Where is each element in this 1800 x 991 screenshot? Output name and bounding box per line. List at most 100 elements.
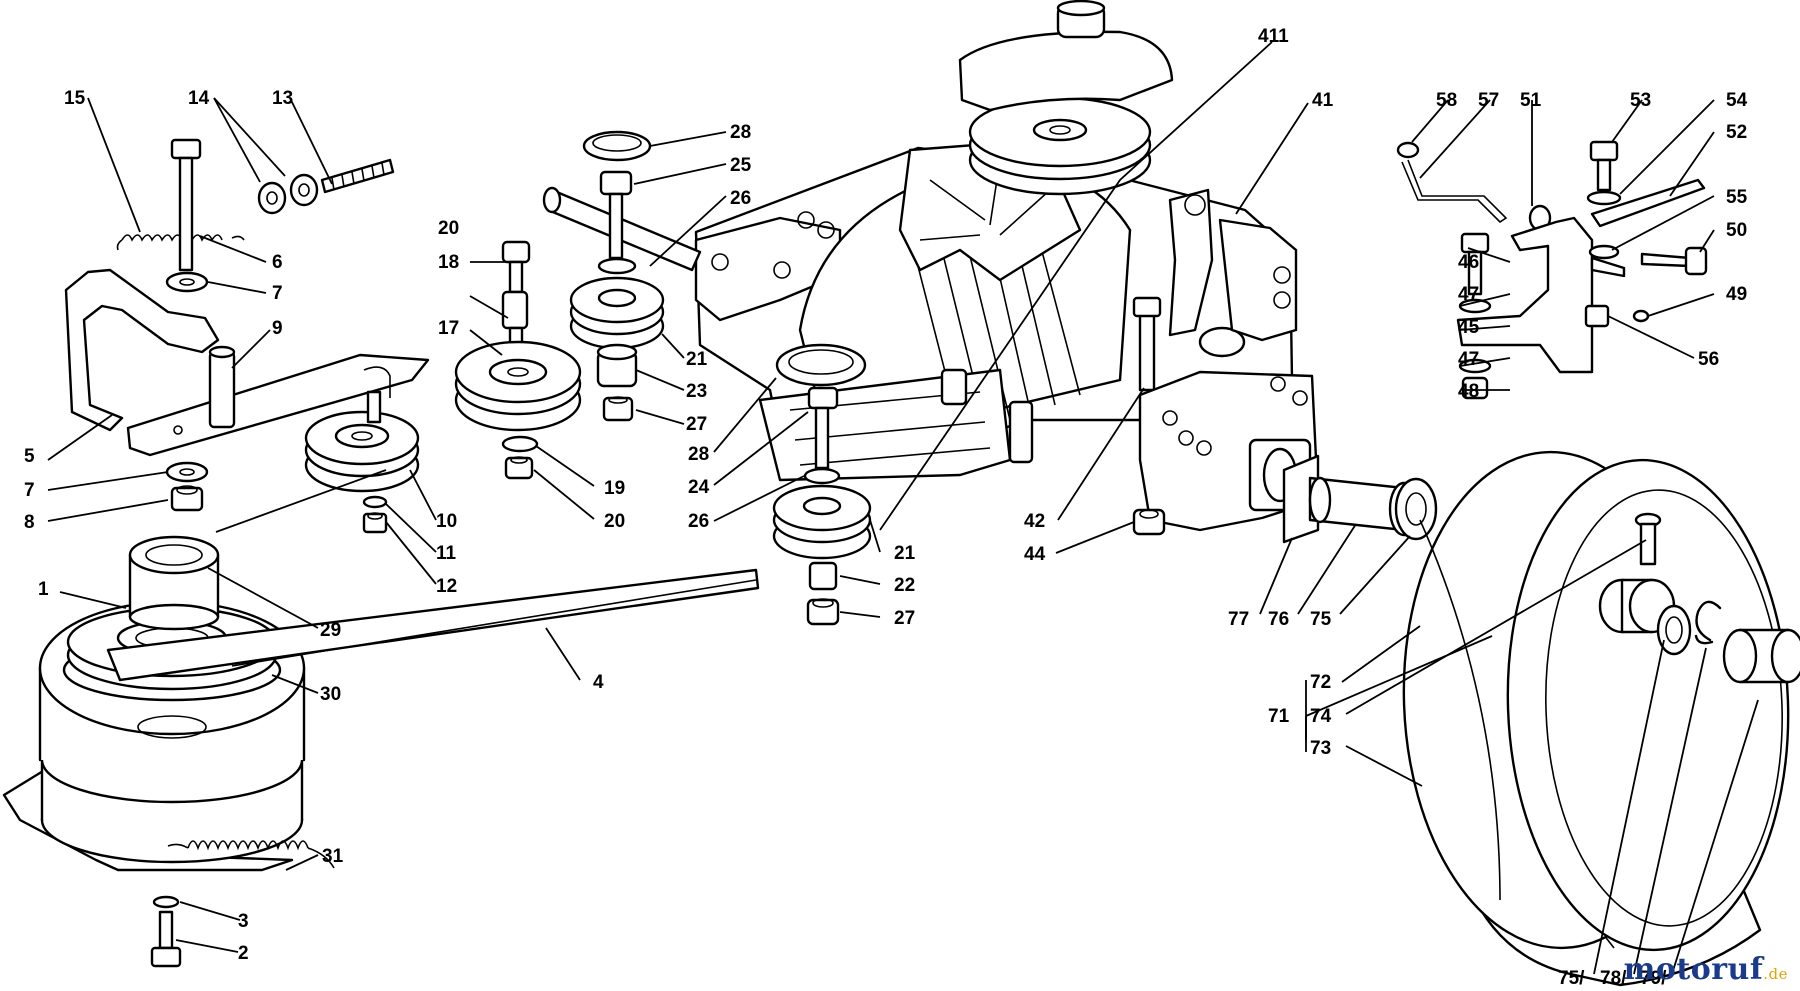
callout-48: 48 xyxy=(1458,381,1479,402)
watermark-domain: .de xyxy=(1763,965,1788,983)
hub-29 xyxy=(128,535,220,631)
callout-21-lower: 21 xyxy=(894,543,916,564)
bolt-6 xyxy=(170,138,202,272)
callout-22: 22 xyxy=(894,575,915,596)
washer-75 xyxy=(1394,477,1438,541)
callout-28-lower: 28 xyxy=(688,444,709,465)
callout-7-lower: 7 xyxy=(24,480,35,501)
washer-55 xyxy=(1588,244,1620,260)
callout-14: 14 xyxy=(188,88,210,109)
nut-48 xyxy=(1461,376,1489,400)
callout-19: 19 xyxy=(604,478,625,499)
bolt-2 xyxy=(150,910,182,968)
callout-72: 72 xyxy=(1310,672,1331,693)
nut-56 xyxy=(1584,304,1610,328)
circlip-79 xyxy=(1694,600,1722,645)
callout-52: 52 xyxy=(1726,122,1747,143)
callout-12: 12 xyxy=(436,576,457,597)
nut-8 xyxy=(170,485,204,512)
callout-77: 77 xyxy=(1228,609,1249,630)
callout-73: 73 xyxy=(1310,738,1331,759)
callout-71: 71 xyxy=(1268,706,1290,727)
callout-58: 58 xyxy=(1436,90,1457,111)
tension-bracket-assembly xyxy=(64,138,430,512)
callout-4: 4 xyxy=(593,672,604,693)
spring-31 xyxy=(167,840,335,869)
callout-75-wheel: 75/ xyxy=(1558,968,1585,989)
arm-plate-9 xyxy=(126,345,430,457)
motoruf-watermark: motoruf.de xyxy=(1624,952,1788,987)
callout-20-lower: 20 xyxy=(604,511,625,532)
callout-15: 15 xyxy=(64,88,86,109)
leader-lines xyxy=(47,41,1759,975)
callout-13: 13 xyxy=(272,88,293,109)
washer-3 xyxy=(152,895,180,909)
callout-41: 41 xyxy=(1312,90,1334,111)
callout-27-lower: 27 xyxy=(894,608,915,629)
callout-411: 411 xyxy=(1258,26,1289,47)
pin-49 xyxy=(1632,309,1650,323)
washer-7 xyxy=(165,271,209,293)
callout-44: 44 xyxy=(1024,544,1046,565)
washer-11 xyxy=(362,495,388,509)
idler-pulley-10 xyxy=(304,410,420,493)
callout-50: 50 xyxy=(1726,220,1747,241)
callout-49: 49 xyxy=(1726,284,1747,305)
control-bracket-assembly xyxy=(1396,140,1708,400)
callout-18: 18 xyxy=(438,252,459,273)
callout-labels: 15 14 13 6 7 9 5 7 8 1 29 30 4 31 3 2 20… xyxy=(24,26,1748,989)
washer-78 xyxy=(1656,604,1692,656)
bracket-45 xyxy=(1456,216,1594,374)
callout-51: 51 xyxy=(1520,90,1542,111)
nut-20 xyxy=(504,456,534,480)
valve-74 xyxy=(1634,512,1662,566)
callout-74: 74 xyxy=(1310,706,1332,727)
transaxle-41 xyxy=(542,0,1320,536)
callout-27: 27 xyxy=(686,414,707,435)
callout-78: 78/ xyxy=(1600,968,1627,989)
washer-54 xyxy=(1586,190,1622,206)
bolt-53 xyxy=(1589,140,1619,192)
callout-30: 30 xyxy=(320,684,341,705)
spacer-75 xyxy=(1722,628,1800,684)
belt-4 xyxy=(106,568,760,682)
threaded-rod-13 xyxy=(320,158,395,194)
callout-1: 1 xyxy=(38,579,49,600)
callout-26-lower: 26 xyxy=(688,511,709,532)
pulley-stack-upper xyxy=(569,130,665,422)
spring-15 xyxy=(116,234,245,251)
pulley-17 xyxy=(454,340,582,432)
callout-6: 6 xyxy=(272,252,283,273)
pulley-stack-lower xyxy=(772,343,872,626)
bracket-5 xyxy=(64,268,220,432)
callout-57: 57 xyxy=(1478,90,1499,111)
callout-2: 2 xyxy=(238,943,249,964)
callout-47: 47 xyxy=(1458,284,1479,305)
nuts-14 xyxy=(257,173,319,215)
callout-5: 5 xyxy=(24,446,35,467)
callout-29: 29 xyxy=(320,620,341,641)
callout-9: 9 xyxy=(272,318,283,339)
callout-28: 28 xyxy=(730,122,751,143)
idler-bolt xyxy=(366,390,382,424)
nut-12 xyxy=(362,512,388,534)
bolt-50 xyxy=(1640,246,1708,276)
callout-42: 42 xyxy=(1024,511,1045,532)
wheel-assembly-71 xyxy=(1402,450,1800,987)
callout-11: 11 xyxy=(436,543,457,564)
callout-7: 7 xyxy=(272,283,283,304)
callout-10: 10 xyxy=(436,511,457,532)
callout-46: 46 xyxy=(1458,252,1479,273)
bolt-46 xyxy=(1460,232,1490,296)
callout-23: 23 xyxy=(686,381,707,402)
axle-sleeve-parts xyxy=(1282,454,1438,544)
washer-19 xyxy=(501,435,539,453)
callout-26: 26 xyxy=(730,188,751,209)
callout-8: 8 xyxy=(24,512,35,533)
callout-20: 20 xyxy=(438,218,459,239)
callout-53: 53 xyxy=(1630,90,1651,111)
nut-44 xyxy=(1132,508,1166,536)
callout-17: 17 xyxy=(438,318,459,339)
washer-58 xyxy=(1396,141,1420,159)
